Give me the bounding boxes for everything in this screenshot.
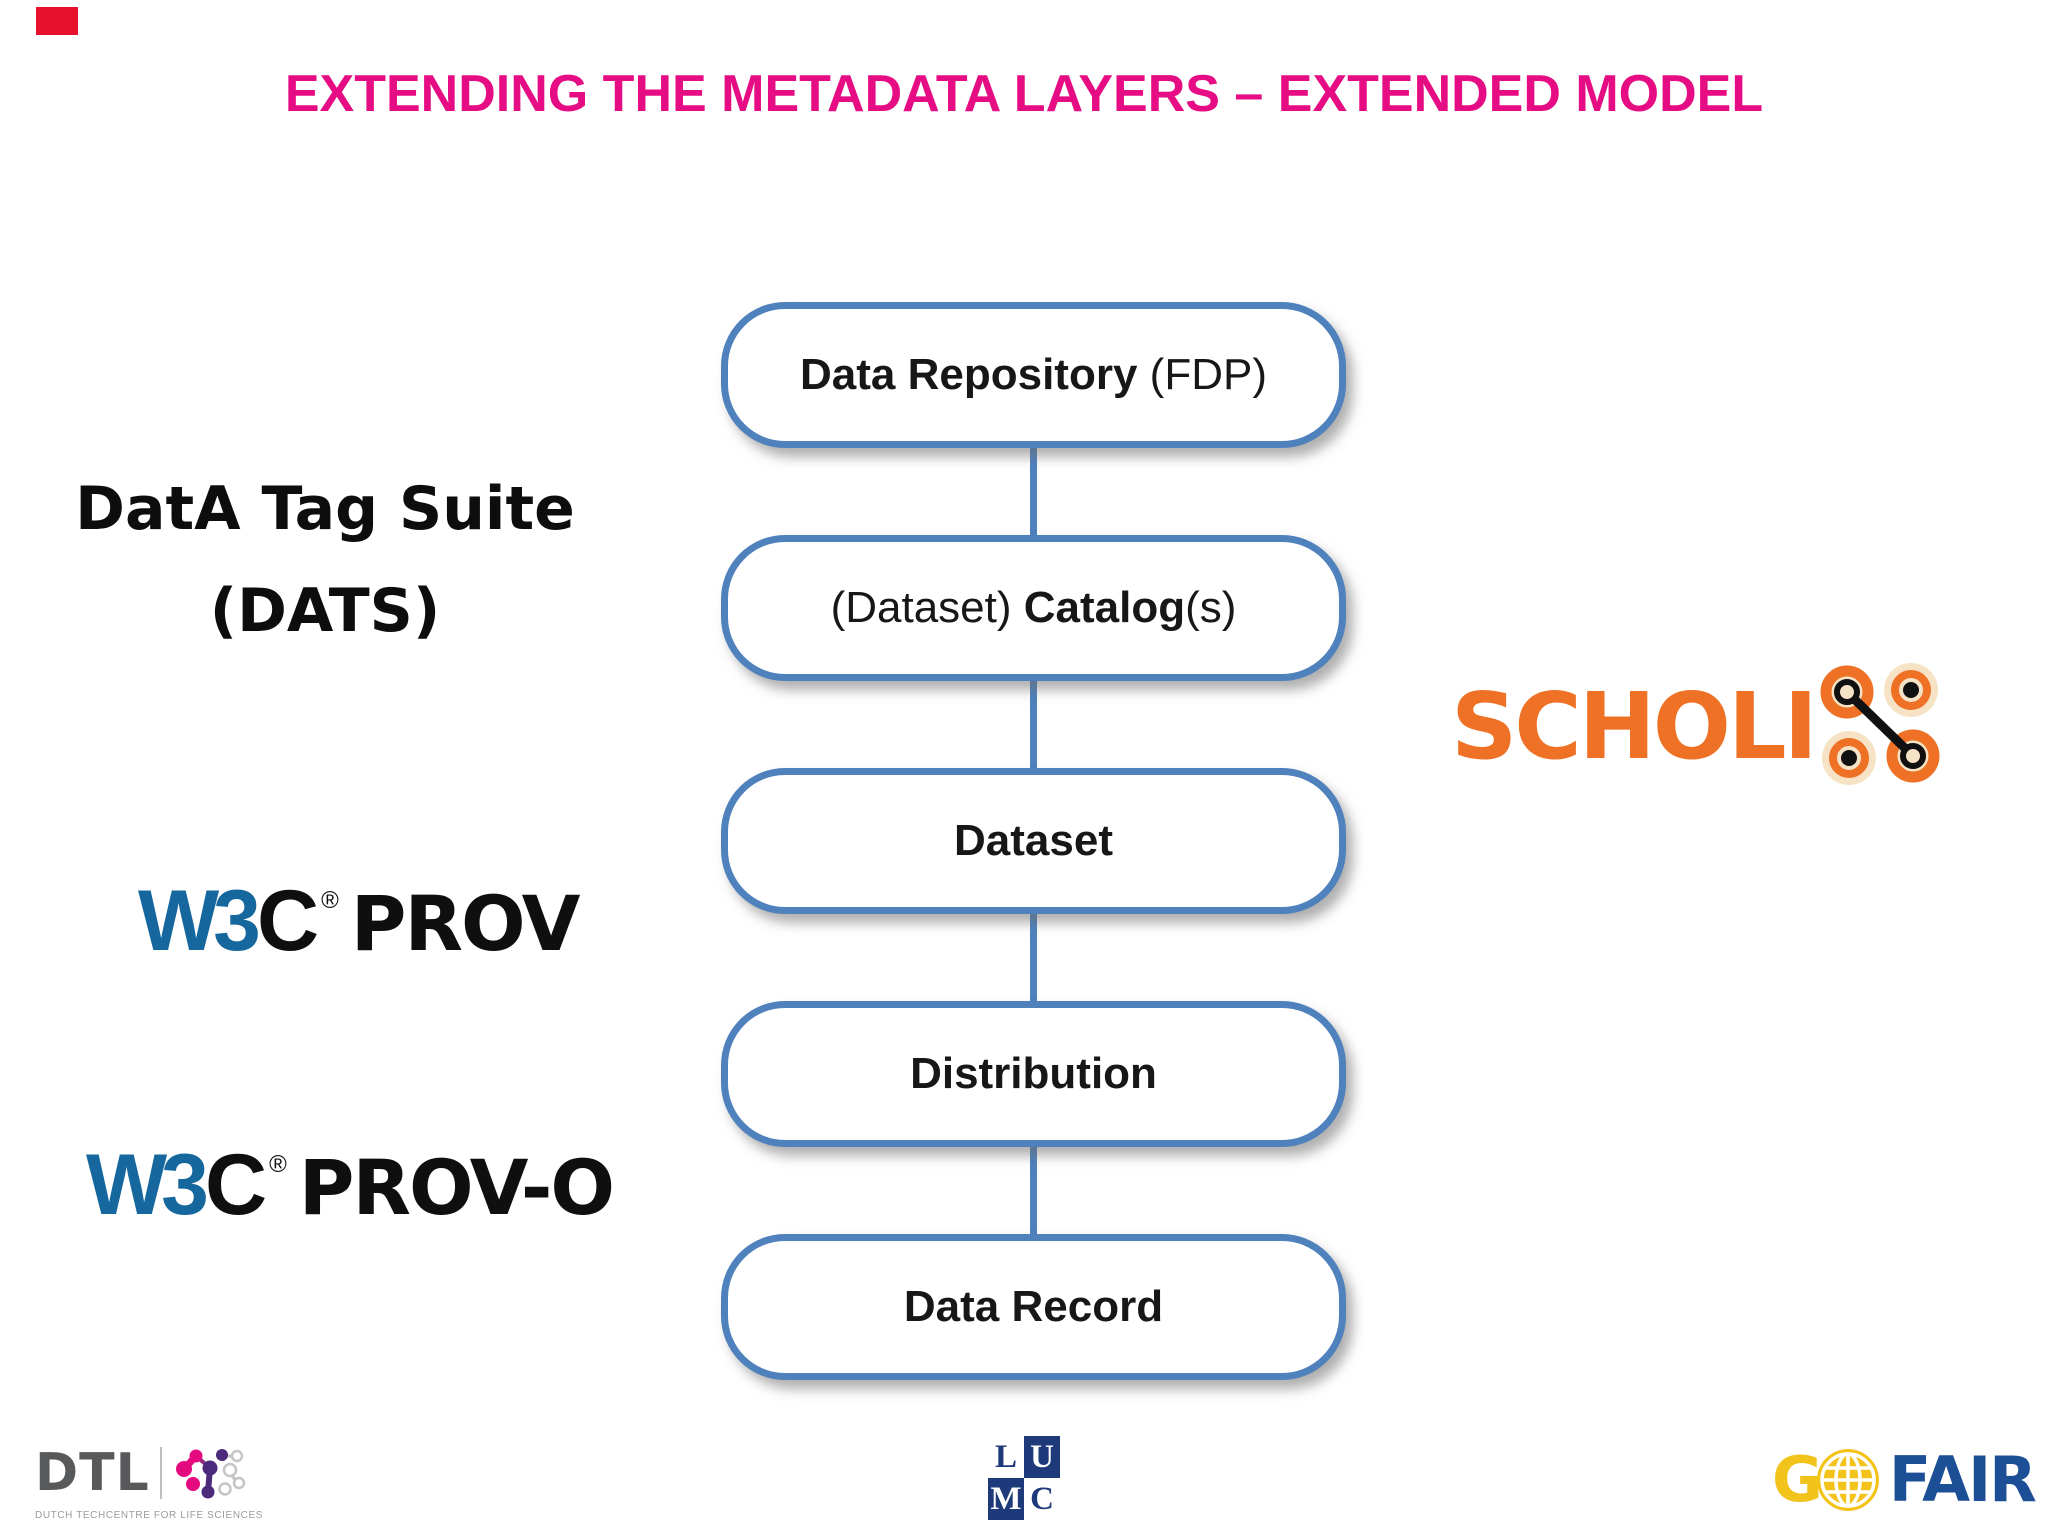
dtl-molecule-icon [175, 1449, 246, 1499]
dtl-wordmark: DTL [35, 1443, 150, 1503]
dtl-logo: DTL DUTCH TECHCENTRE FOR LIFE SCIENCES [35, 1442, 263, 1521]
prov-o-label: PROV-O [298, 1143, 615, 1232]
gofair-logo: G FAIR [1772, 1443, 2037, 1516]
flow-node-distribution: Distribution [721, 1001, 1346, 1147]
w3c-logo-c: C [257, 873, 320, 969]
gofair-g: G [1772, 1443, 1823, 1516]
lumc-logo: L U M C [988, 1436, 1060, 1520]
registered-mark-icon: ® [321, 887, 339, 914]
node-label-post: (s) [1185, 583, 1237, 632]
flow-node-catalog: (Dataset) Catalog(s) [721, 535, 1346, 681]
w3c-prov-o-logo: W3 C ® PROV-O [86, 1136, 615, 1235]
flow-node-dataset: Dataset [721, 768, 1346, 914]
node-label-bold: Data Record [903, 1282, 1164, 1331]
w3c-logo-c: C [205, 1137, 268, 1233]
scholix-wordmark: SCHOLI [1451, 672, 1818, 780]
lumc-letter-l: L [988, 1436, 1024, 1478]
flow-node-data-record: Data Record [721, 1234, 1346, 1380]
w3c-prov-logo: W3 C ® PROV [138, 872, 581, 971]
flow-node-data-repository: Data Repository (FDP) [721, 302, 1346, 448]
dtl-tagline: DUTCH TECHCENTRE FOR LIFE SCIENCES [35, 1510, 264, 1521]
dats-label-line2: (DATS) [209, 576, 441, 646]
node-label-post: (FDP) [1137, 350, 1267, 399]
red-recording-marker [36, 7, 78, 35]
node-label-pre: (Dataset) [830, 583, 1024, 632]
node-label-bold: Catalog [1023, 583, 1186, 632]
prov-label: PROV [350, 879, 581, 968]
globe-icon [1816, 1448, 1879, 1511]
node-label-bold: Data Repository [800, 350, 1138, 399]
gofair-fair: FAIR [1888, 1443, 2037, 1516]
scholix-x-link-icon [1820, 663, 1940, 785]
node-label-bold: Distribution [910, 1049, 1157, 1098]
dtl-divider [159, 1447, 162, 1499]
dats-label-line1: DatA Tag Suite [75, 474, 575, 544]
page-title: EXTENDING THE METADATA LAYERS – EXTENDED… [284, 65, 1764, 123]
lumc-letter-u: U [1024, 1436, 1060, 1478]
lumc-letter-c: C [1024, 1478, 1060, 1520]
w3c-logo-w3: W3 [138, 873, 261, 969]
w3c-logo-w3: W3 [86, 1137, 209, 1233]
registered-mark-icon: ® [269, 1151, 287, 1178]
lumc-letter-m: M [988, 1478, 1024, 1520]
node-label-bold: Dataset [954, 816, 1113, 865]
dats-label: DatA Tag Suite (DATS) [25, 458, 625, 662]
scholix-logo: SCHOLI [1451, 660, 1941, 792]
